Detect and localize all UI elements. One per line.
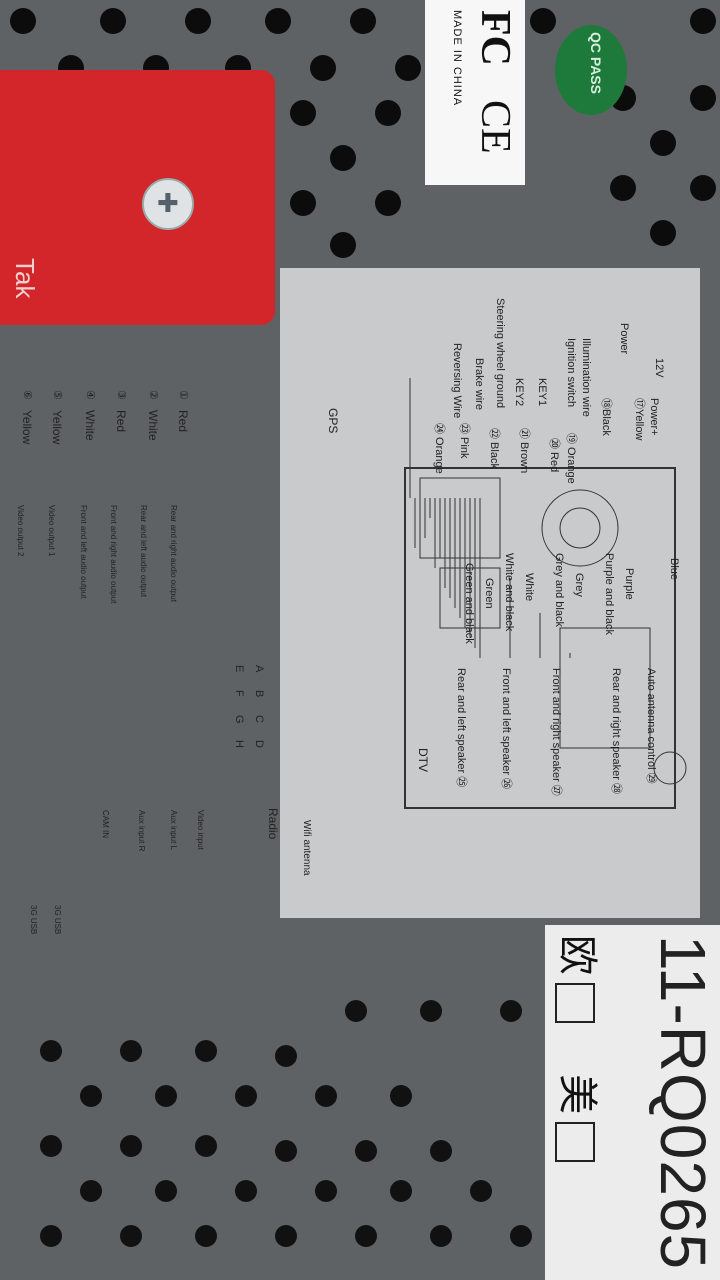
rca-3-num: ③ [115,390,127,400]
connector-f: F [233,690,245,697]
rca-1-label: Rear and right audio output [169,505,178,602]
made-in-china-text: MADE IN CHINA [451,10,463,107]
input-cam: CAM IN [101,810,110,838]
model-number: 11-RQ0265 [647,935,719,1271]
speaker-purple-black-color: Purple and black [603,553,615,635]
rca-1-num: ① [177,390,189,400]
wire-key2-color: ㉒ Black [488,428,500,469]
connector-e: E [233,665,245,673]
wire-illumination-color: ⑲ Orange [565,433,577,484]
speaker-green-black-color: Green and black [463,563,475,644]
fcc-logo: FC [472,10,518,66]
wire-reversing-color: ㉔ Orange [433,423,445,474]
power-supply-label: 12V [653,358,665,378]
wire-key2: KEY2 [513,378,525,407]
input-video: Video input [196,810,205,850]
rca-2-color: White [146,410,160,441]
ce-logo: CE [472,100,518,154]
wire-brake: Brake wire [473,358,485,410]
qc-pass-sticker: QC PASS [555,25,627,115]
wiring-diagram-lines [404,378,687,809]
screw-icon [142,178,194,230]
speaker-auto-antenna: Auto antenna control ㉙ [645,668,657,784]
input-aux-r: Aux input R [137,810,146,852]
wiring-diagram-sheet: 12V Power Power+ ⑰Yellow ⑱Black Illumina… [266,268,700,918]
speaker-grey-black-color: Grey and black [553,553,565,627]
speaker-white-black-color: White and black [503,553,515,632]
wire-illumination: Illumination wire [580,338,592,417]
wifi-antenna-label: Wifi antenna [301,820,312,876]
rca-2-num: ② [147,390,159,400]
speaker-rear-left: Rear and left speaker ㉕ [455,668,467,788]
gps-label: GPS [326,408,340,434]
speaker-green-color: Green [483,578,495,609]
speaker-grey-color: Grey [573,573,585,597]
red-warning-tag: Tak [0,70,275,325]
wire-reversing: Reversing Wire [451,343,463,419]
rca-5-label: Video output 1 [47,505,56,557]
rca-4-color: White [83,410,97,441]
power-plus-label: Power+ [648,398,660,436]
speaker-front-right: Front and right speaker ㉗ [550,668,562,796]
wire-key1-color: ㉑ Brown [518,428,530,474]
rca-6-color: Yellow [20,410,34,445]
rca-3-color: Red [114,410,128,433]
dtv-label: DTV [416,748,430,772]
power-label: Power [618,323,630,355]
region-us-label: 美 [555,1074,599,1115]
wire-ignition-color: ⑳ Red [548,438,560,473]
usb-1: 3G USB [53,905,62,935]
rca-5-color: Yellow [50,410,64,445]
speaker-rear-right: Rear and right speaker ㉘ [610,668,622,794]
rca-5-num: ⑤ [51,390,63,400]
connector-b: B [253,690,265,698]
region-eu-checkbox [554,983,595,1023]
rca-1-color: Red [176,410,190,433]
rca-6-num: ⑥ [21,390,33,400]
speaker-blue-color: Blue [668,558,680,581]
speaker-front-left: Front and left speaker ㉖ [500,668,512,790]
model-label: 11-RQ0265 欧 美 [545,925,720,1280]
region-checkboxes: 欧 美 [552,935,610,1202]
rca-6-label: Video output 2 [16,505,25,557]
speaker-white-color: White [523,573,535,602]
certification-label: FC CE MADE IN CHINA [425,0,525,185]
connector-g: G [233,715,245,724]
speaker-purple-color: Purple [623,568,635,600]
radio-label: Radio [266,808,280,840]
rca-3-label: Front and right audio output [109,505,118,604]
yellow-wire-label: ⑰Yellow [633,398,645,441]
connector-d: D [253,740,265,748]
wire-brake-color: ㉓ Pink [458,423,470,459]
red-tag-text: Tak [10,258,40,299]
wire-ignition: Ignition switch [565,338,577,408]
usb-2: 3G USB [29,905,38,935]
rca-2-label: Rear and left audio output [139,505,148,598]
connector-a: A [253,665,265,673]
wire-steering-ground: Steering wheel ground [494,298,506,409]
wire-key1: KEY1 [536,378,548,407]
region-us-checkbox [554,1122,595,1163]
rca-4-label: Front and left audio output [79,505,88,599]
rca-4-num: ④ [84,390,96,400]
connector-h: H [233,740,245,748]
connector-c: C [253,715,265,723]
black-wire-label: ⑱Black [600,398,612,436]
region-eu-label: 欧 [555,935,599,975]
input-aux-l: Aux input L [169,810,178,851]
qc-pass-text: QC PASS [587,32,604,94]
